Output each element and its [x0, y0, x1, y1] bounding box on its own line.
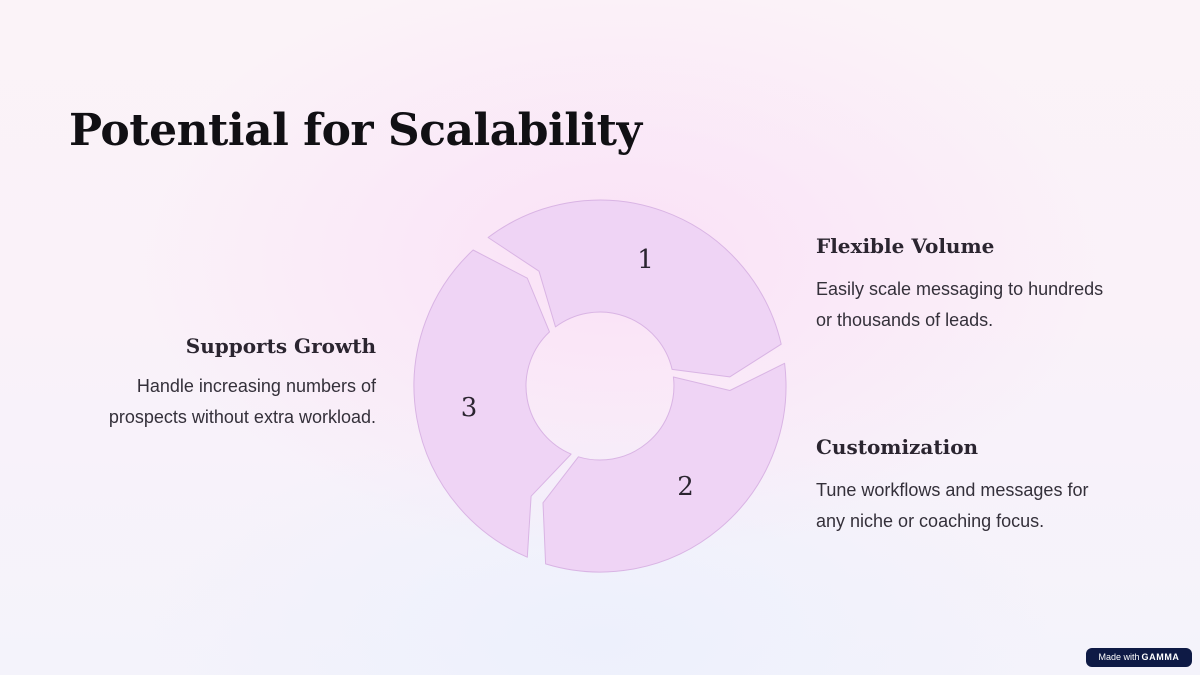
cycle-diagram: 1 2 3: [413, 199, 787, 573]
slide-title: Potential for Scalability: [69, 105, 642, 156]
supports-growth-block: Supports Growth Handle increasing number…: [76, 332, 376, 433]
flexible-volume-heading: Flexible Volume: [816, 234, 995, 258]
gamma-logo: GAMMA: [1141, 652, 1180, 662]
cycle-segment-1: [487, 199, 782, 378]
badge-prefix: Made with: [1098, 652, 1140, 662]
customization-description: Tune workflows and messages for any nich…: [816, 480, 1089, 531]
cycle-segment-2: [542, 362, 787, 573]
cycle-number-3: 3: [461, 393, 478, 423]
flexible-volume-description: Easily scale messaging to hundreds or th…: [816, 279, 1104, 330]
supports-growth-description: Handle increasing numbers of prospects w…: [108, 376, 376, 427]
cycle-segment-3: [413, 249, 572, 558]
cycle-number-1: 1: [637, 245, 654, 275]
customization-heading: Customization: [816, 435, 979, 459]
customization-block: Customization Tune workflows and message…: [816, 433, 1116, 537]
supports-growth-heading: Supports Growth: [185, 334, 376, 358]
flexible-volume-block: Flexible Volume Easily scale messaging t…: [816, 232, 1116, 336]
cycle-number-2: 2: [677, 472, 694, 502]
